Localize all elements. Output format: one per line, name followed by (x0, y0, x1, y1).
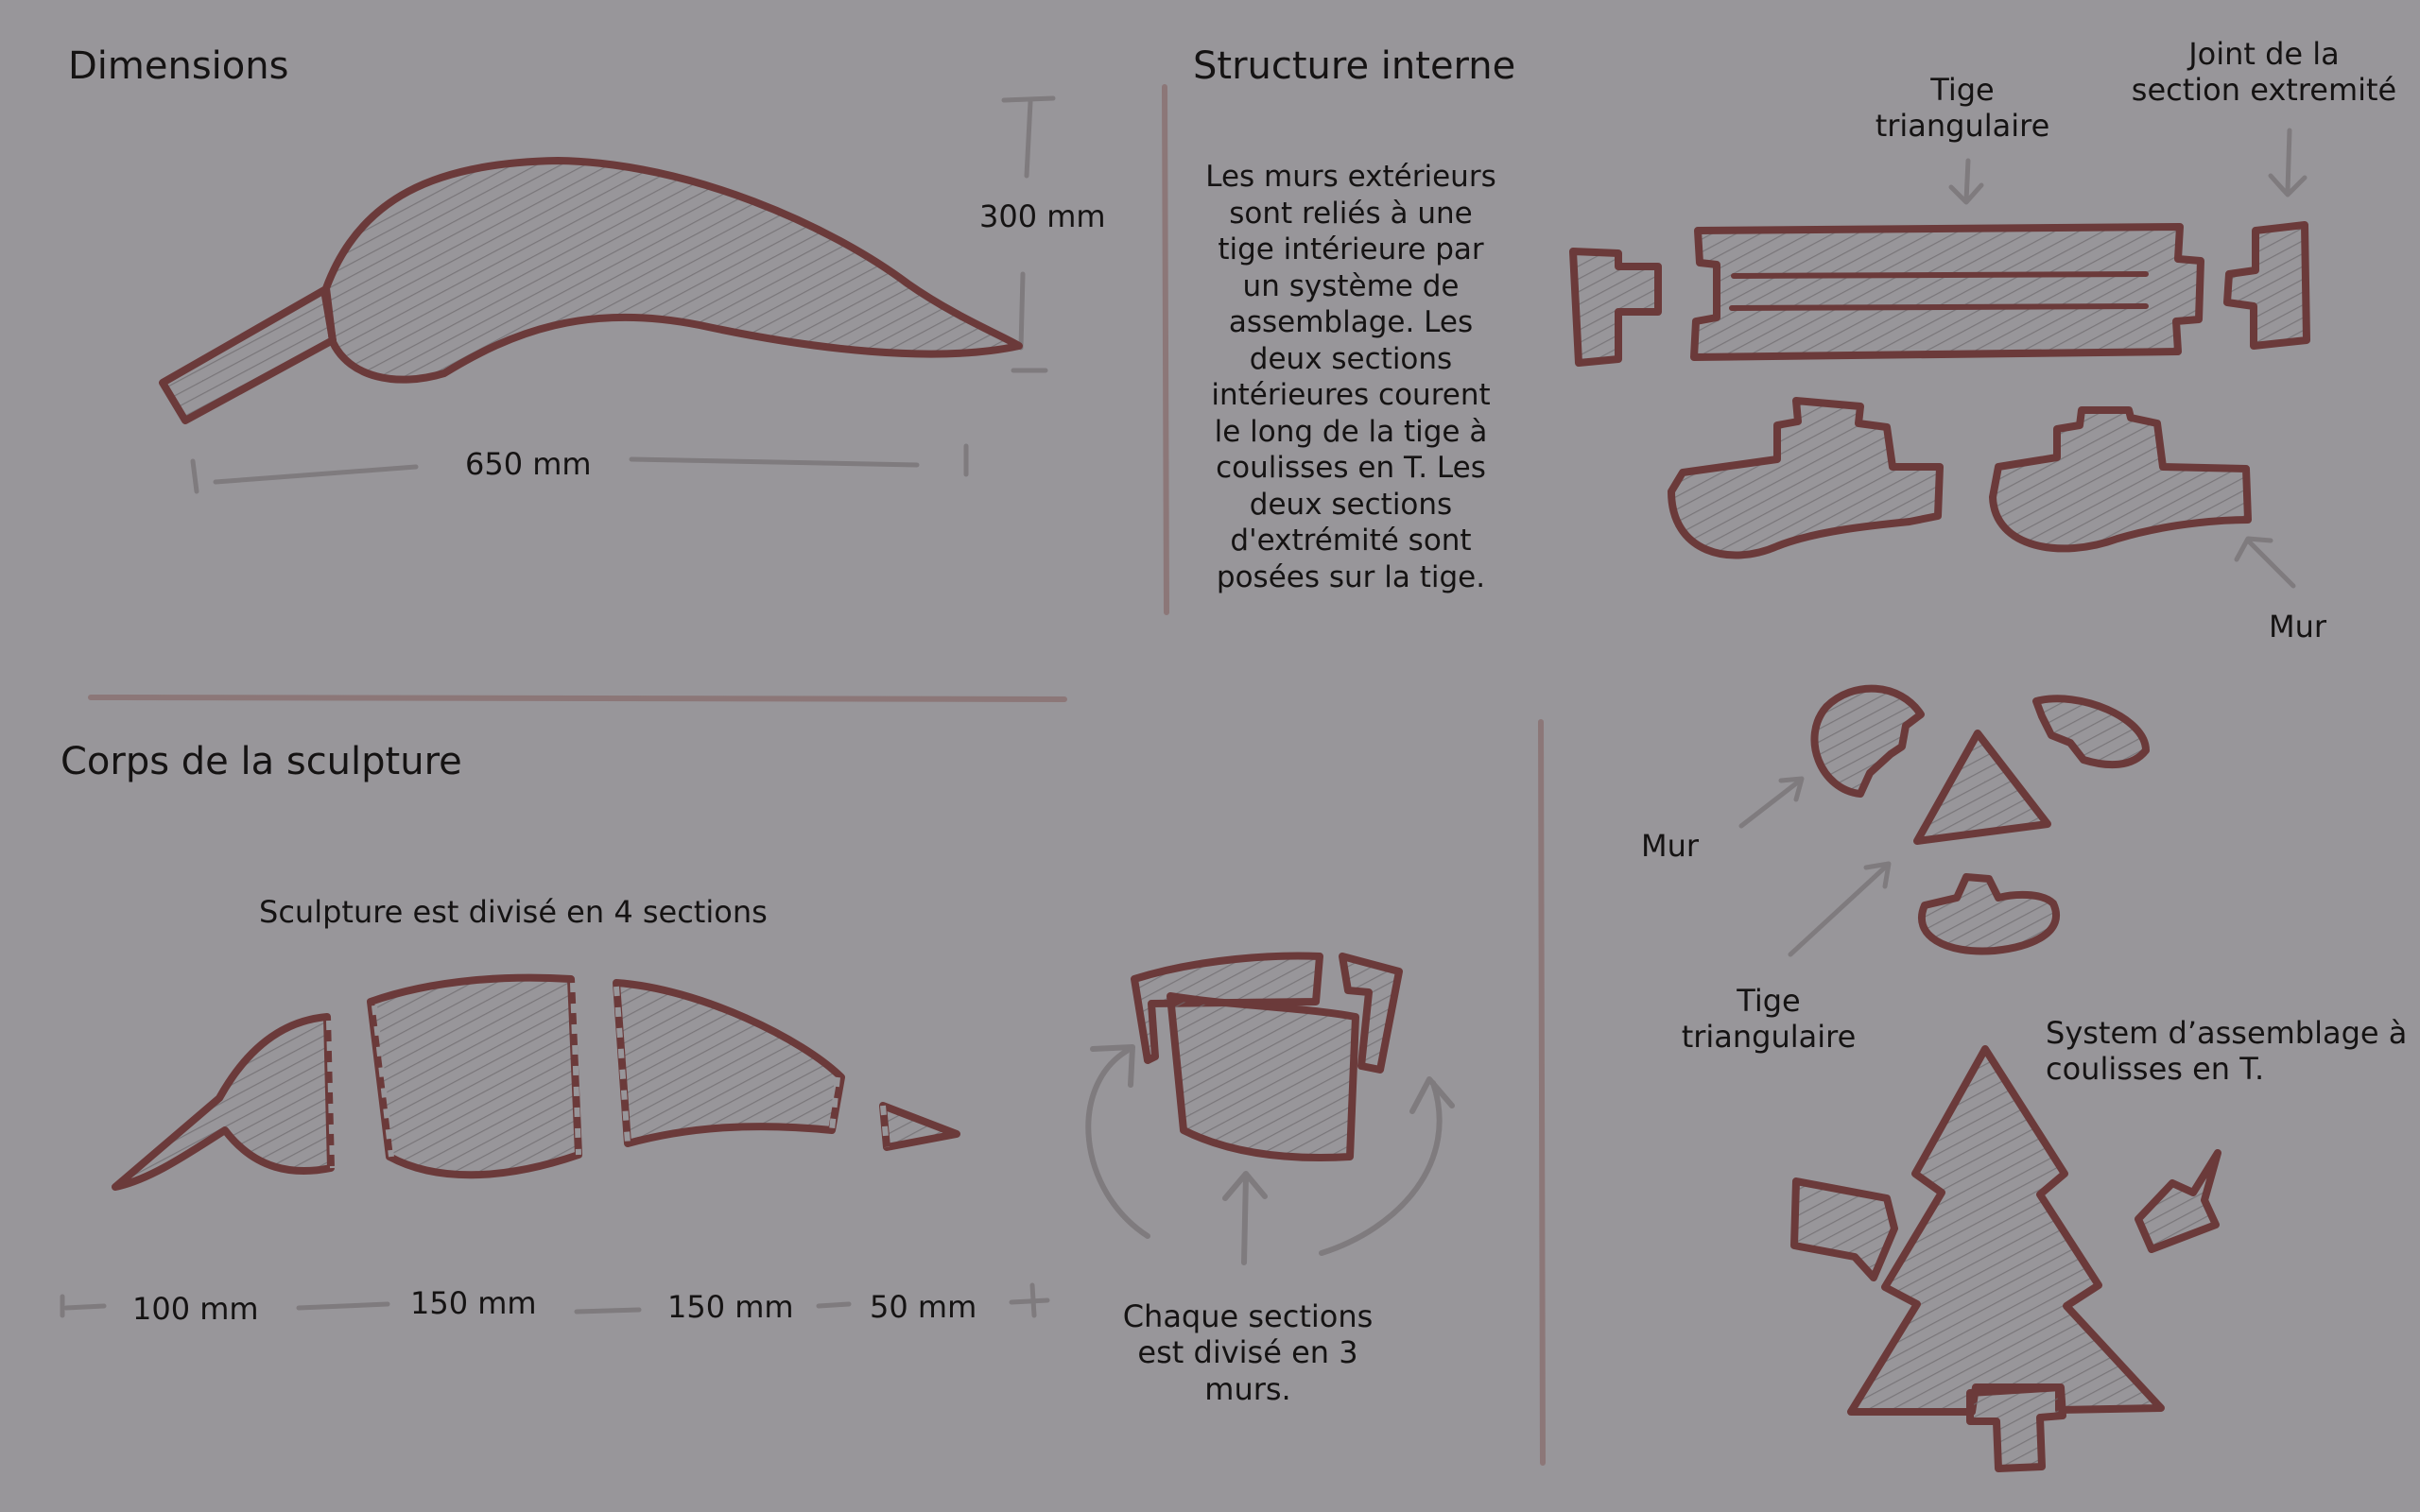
walls-per-section-label: Chaque sections est divisé en 3 murs. (1106, 1298, 1390, 1407)
corps-cut-lines (326, 982, 890, 1169)
length-dimension-label: 650 mm (465, 446, 592, 482)
description-line: posées sur la tige. (1216, 559, 1486, 594)
t-slot-assembly (1790, 1045, 2221, 1472)
structure-description: Les murs extérieurs sont reliés à une ti… (1168, 159, 1533, 595)
description-line: intérieures courent (1211, 378, 1491, 412)
tige-label-line: triangulaire (1681, 1019, 1857, 1056)
end-piece-left (1569, 248, 1662, 367)
end-piece-right (2223, 221, 2310, 350)
wall-piece-left (1668, 397, 1944, 559)
description-line: Les murs extérieurs (1205, 160, 1496, 194)
description-line: le long de la tige à (1214, 414, 1488, 449)
divider-vertical-top (1162, 84, 1169, 615)
t-slot-wall-bottom (1966, 1383, 2066, 1472)
structure-arrows (1948, 128, 2308, 589)
section-dim-label: 100 mm (132, 1291, 259, 1327)
structure-side-view (1569, 221, 2310, 559)
sections-count-label: Sculpture est divisé en 4 sections (259, 894, 768, 930)
description-line: d'extrémité sont (1230, 524, 1472, 558)
corps-sections (112, 973, 960, 1191)
section-dim-label: 150 mm (410, 1285, 537, 1321)
dimensions-sketch (159, 95, 1056, 494)
description-line: un système de (1242, 268, 1460, 303)
description-line: tige intérieure par (1218, 232, 1484, 266)
section-dim-label: 50 mm (870, 1289, 977, 1325)
joint-label-line: Joint de la (2188, 36, 2340, 72)
tige-label-line: triangulaire (1875, 108, 2050, 145)
section-dim-label: 150 mm (667, 1289, 794, 1325)
wall-round-right (2032, 695, 2150, 769)
wall-side (1339, 953, 1403, 1074)
t-slot-wall-left (1790, 1177, 1898, 1281)
wall-front (1167, 992, 1359, 1161)
t-slot-wall-right (2135, 1149, 2221, 1253)
dimension-guides (190, 95, 1056, 494)
tige-label-line: Tige (1930, 72, 1995, 108)
inner-rod-body (1690, 223, 2204, 361)
description-line: deux sections (1249, 341, 1453, 376)
system-label-line: coulisses en T. (2046, 1051, 2265, 1088)
title-structure-interne: Structure interne (1193, 44, 1516, 88)
joint-label-line: section extremité (2131, 72, 2397, 109)
tige-label-cross-section: Tige triangulaire (1660, 983, 1877, 1056)
section-1-shape (112, 1013, 335, 1191)
wall-piece-right (1989, 406, 2252, 553)
description-line: coulisses en T. Les (1216, 451, 1486, 485)
triangular-rod-section (1913, 730, 2051, 845)
dimensions-stem-shape (159, 286, 337, 424)
system-label-line: System d’assemblage à (2046, 1015, 2408, 1051)
mur-label-cross-section: Mur (1641, 828, 1700, 864)
description-line: deux sections (1249, 487, 1453, 522)
section-walls-arrows (1085, 1044, 1455, 1265)
joint-label: Joint de la section extremité (2118, 36, 2411, 109)
title-dimensions: Dimensions (68, 44, 289, 88)
wall-round-left (1810, 684, 1925, 798)
title-corps-sculpture: Corps de la sculpture (60, 740, 462, 783)
corps-dimension-guides (60, 1282, 1050, 1318)
divider-vertical-bottom (1538, 719, 1546, 1466)
wall-round-bottom (1918, 873, 2060, 955)
description-line: assemblage. Les (1228, 305, 1474, 339)
section-2-shape (367, 973, 582, 1179)
cross-section-exploded (1810, 684, 2150, 955)
structure-side-details (1729, 271, 2149, 311)
walls-label-line: murs. (1204, 1370, 1291, 1407)
tige-label-line: Tige (1737, 983, 1801, 1019)
section-dividers (88, 84, 1546, 1466)
tige-label-top: Tige triangulaire (1849, 72, 2076, 145)
section-walls-sketch (1131, 952, 1403, 1161)
walls-label-line: est divisé en 3 (1137, 1334, 1358, 1371)
mur-label-top: Mur (2269, 609, 2327, 644)
section-3-shape (613, 979, 845, 1147)
height-dimension-label: 300 mm (979, 198, 1106, 234)
divider-horizontal-left (88, 695, 1067, 702)
walls-label-line: Chaque sections (1122, 1298, 1374, 1334)
system-assemblage-label: System d’assemblage à coulisses en T. (2046, 1015, 2407, 1088)
dimensions-body-shape (322, 157, 1023, 384)
cross-section-arrows (1738, 776, 1892, 957)
section-4-shape (879, 1102, 960, 1151)
description-line: sont reliés à une (1229, 196, 1473, 231)
